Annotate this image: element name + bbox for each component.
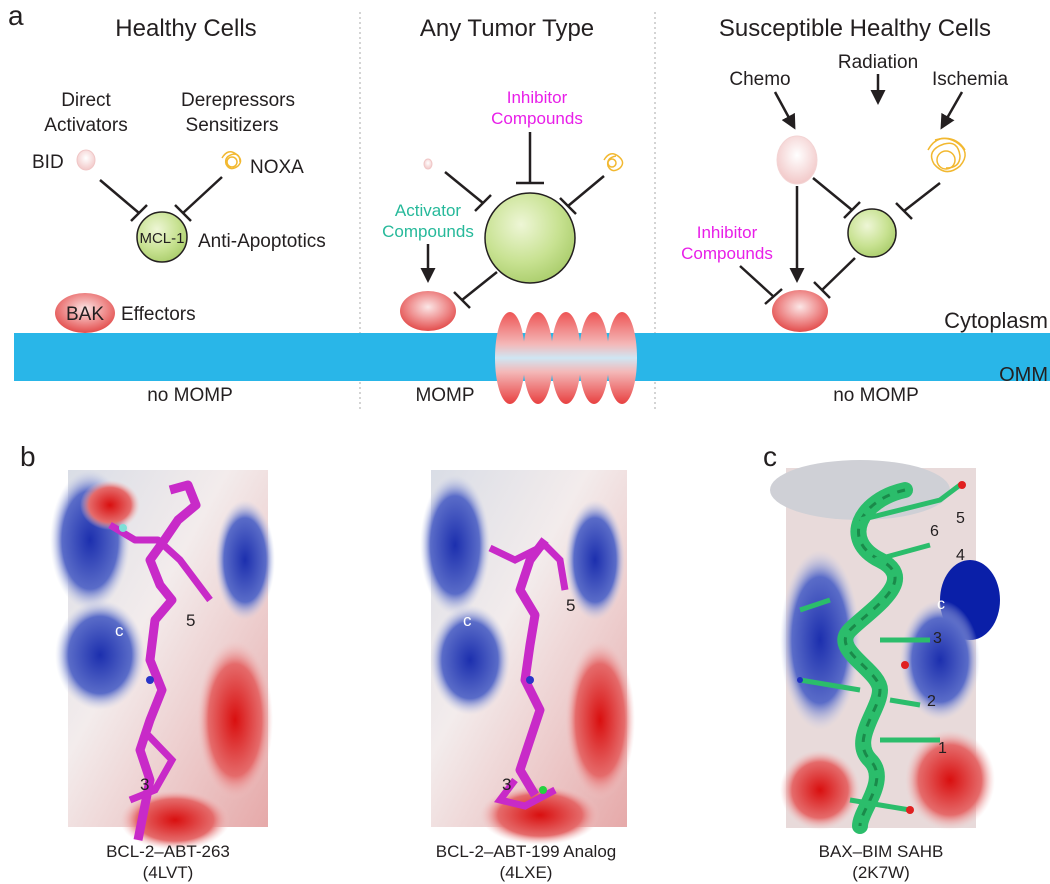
- mcl1-icon: [136, 211, 188, 263]
- ischemia-arrow: [940, 91, 964, 130]
- 4lvt-caption-1: BCL-2–ABT-263: [106, 842, 230, 861]
- 2k7w-num-4: 4: [956, 547, 965, 564]
- structure-2k7w: [770, 460, 1000, 834]
- 2k7w-caption-2: (2K7W): [852, 863, 910, 882]
- ischemia-label: Ischemia: [932, 69, 1008, 90]
- anti-apoptotics-label: Anti-Apoptotics: [198, 231, 326, 252]
- mcl1-label: MCL-1: [139, 230, 184, 247]
- col2-inhibitor-1: Inhibitor: [507, 88, 568, 107]
- momp-pore-icon: [495, 312, 637, 404]
- panel-a-letter: a: [8, 0, 24, 31]
- 4lxe-c-label: c: [463, 611, 472, 630]
- 2k7w-num-1: 1: [938, 740, 947, 757]
- col1-footer: no MOMP: [147, 385, 233, 406]
- 4lvt-caption-2: (4LVT): [143, 863, 194, 882]
- 2k7w-num-3: 3: [933, 630, 942, 647]
- col2-footer: MOMP: [415, 385, 474, 406]
- 4lxe-caption-1: BCL-2–ABT-199 Analog: [436, 842, 617, 861]
- col3-bid-icon: [776, 135, 818, 185]
- col2-noxa-inhibit-line: [567, 175, 605, 207]
- col3-inhibitor-line: [739, 265, 775, 298]
- col2-inhibitor-2: Compounds: [491, 109, 583, 128]
- 2k7w-num-2: 2: [927, 693, 936, 710]
- panel-b-letter: b: [20, 441, 36, 472]
- col3-noxa-inhibit-line: [903, 182, 941, 212]
- col3-inhibitor-1: Inhibitor: [697, 223, 758, 242]
- panel-c-letter: c: [763, 441, 777, 472]
- derepressors-label-2: Sensitizers: [186, 115, 279, 136]
- bid-label: BID: [32, 152, 64, 173]
- direct-label-2: Activators: [44, 115, 127, 136]
- col1-title: Healthy Cells: [115, 15, 256, 42]
- col2-bak-inhibit-line: [461, 271, 498, 301]
- col2-bid-icon: [423, 158, 433, 170]
- col2-title: Any Tumor Type: [420, 15, 594, 42]
- col2-bak-icon: [400, 291, 456, 331]
- 4lvt-c-label: c: [115, 621, 124, 640]
- col3-bak-inhibit-line: [821, 257, 856, 291]
- col2-bid-inhibit-line: [444, 171, 484, 204]
- cytoplasm-label: Cytoplasm: [944, 308, 1048, 333]
- 4lxe-caption-2: (4LXE): [500, 863, 553, 882]
- radiation-label: Radiation: [838, 52, 918, 73]
- bid-inhibit-line: [99, 179, 140, 214]
- col2-activator-2: Compounds: [382, 222, 474, 241]
- col3-footer: no MOMP: [833, 385, 919, 406]
- col3-bak-icon: [772, 290, 828, 332]
- chemo-label: Chemo: [729, 69, 790, 90]
- bak-icon: [55, 293, 115, 333]
- direct-label-1: Direct: [61, 90, 111, 111]
- noxa-label: NOXA: [250, 157, 304, 178]
- 4lvt-num-5: 5: [186, 611, 195, 630]
- 2k7w-caption-1: BAX–BIM SAHB: [819, 842, 944, 861]
- structure-4lxe: [420, 470, 635, 845]
- derepressors-label-1: Derepressors: [181, 90, 295, 111]
- chemo-arrow: [773, 91, 796, 130]
- noxa-icon: [221, 151, 242, 170]
- effectors-label: Effectors: [121, 304, 196, 325]
- 2k7w-num-5: 5: [956, 510, 965, 527]
- omm-label: OMM: [999, 364, 1048, 386]
- col3-bid-inhibit-line: [812, 177, 853, 211]
- col2-noxa-icon: [603, 153, 624, 172]
- col3-antiapoptotic-icon: [847, 208, 897, 258]
- col3-noxa-icon: [927, 137, 966, 173]
- col2-activator-1: Activator: [395, 201, 461, 220]
- 2k7w-num-6: 6: [930, 523, 939, 540]
- col3-inhibitor-2: Compounds: [681, 244, 773, 263]
- structure-4lvt: [50, 470, 275, 850]
- 2k7w-c-label: c: [937, 596, 945, 613]
- 4lvt-num-3: 3: [140, 775, 149, 794]
- col3-title: Susceptible Healthy Cells: [719, 15, 991, 42]
- bid-icon: [76, 149, 96, 171]
- 4lxe-num-3: 3: [502, 775, 511, 794]
- bak-label: BAK: [66, 304, 104, 325]
- 4lxe-num-5: 5: [566, 596, 575, 615]
- noxa-inhibit-line: [182, 176, 223, 214]
- col2-antiapoptotic-icon: [484, 192, 576, 284]
